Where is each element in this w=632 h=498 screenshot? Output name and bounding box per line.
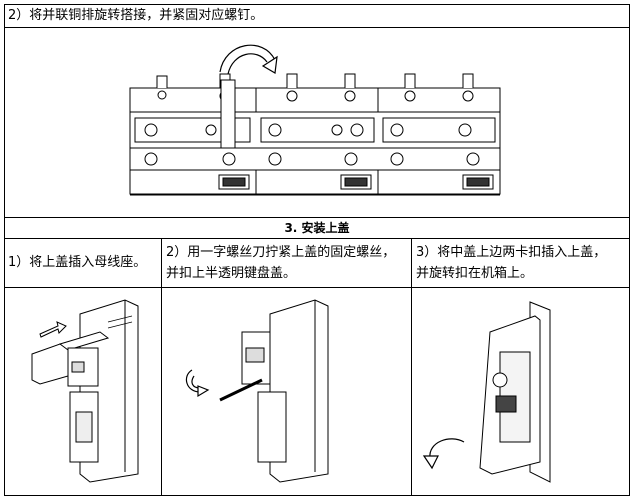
rotate-arrow-icon — [422, 438, 465, 470]
rotate-arrow-icon — [219, 44, 278, 75]
row-divider — [4, 27, 630, 28]
col2-instruction-line2: 并扣上半透明键盘盖。 — [166, 266, 297, 281]
busbar-figure — [125, 30, 505, 215]
insert-arrow-icon — [39, 321, 67, 338]
col2-instruction-line1: 2）用一字螺丝刀拧紧上盖的固定螺丝， — [166, 245, 396, 260]
rotate-arrow-icon — [185, 369, 210, 398]
row-divider — [4, 217, 630, 218]
middle-cover-figure — [420, 292, 620, 492]
col1-instruction: 1）将上盖插入母线座。 — [8, 255, 147, 270]
col3-instruction-line1: 3）将中盖上边两卡扣插入上盖， — [416, 245, 607, 260]
manual-table — [4, 4, 630, 496]
row-divider — [4, 238, 630, 239]
tighten-screw-figure — [180, 292, 350, 492]
column-divider — [161, 238, 162, 496]
section-title: 3. 安装上盖 — [284, 221, 350, 235]
step2-instruction: 2）将并联铜排旋转搭接，并紧固对应螺钉。 — [8, 8, 264, 23]
insert-cover-figure — [20, 292, 150, 492]
row-divider — [4, 287, 630, 288]
col3-instruction-line2: 并旋转扣在机箱上。 — [416, 266, 534, 281]
column-divider — [411, 238, 412, 496]
